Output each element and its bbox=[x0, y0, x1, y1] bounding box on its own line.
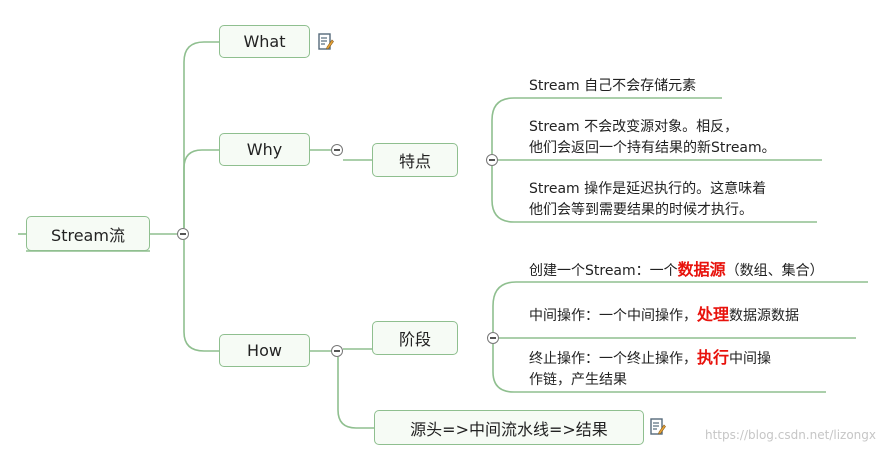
feature-leaf-3-line2: 他们会等到需要结果的时候才执行。 bbox=[529, 202, 753, 218]
stages-node[interactable]: 阶段 bbox=[372, 321, 458, 355]
how-node[interactable]: How bbox=[219, 334, 310, 367]
feature-leaf-3: Stream 操作是延迟执行的。这意味着 他们会等到需要结果的时候才执行。 bbox=[529, 179, 766, 221]
stage-leaf-2-suffix: 数据源数据 bbox=[729, 308, 800, 324]
stage-leaf-1: 创建一个Stream：一个数据源（数组、集合） bbox=[529, 259, 824, 282]
stage-leaf-3-line2: 作链，产生结果 bbox=[529, 372, 627, 388]
stage-leaf-3-highlight: 执行 bbox=[697, 348, 730, 367]
stage-leaf-3-prefix: 终止操作：一个终止操作， bbox=[529, 351, 697, 367]
feature-leaf-2-line2: 他们会返回一个持有结果的新Stream。 bbox=[529, 140, 776, 156]
feature-leaf-2: Stream 不会改变源对象。相反， 他们会返回一个持有结果的新Stream。 bbox=[529, 117, 776, 159]
what-node[interactable]: What bbox=[219, 25, 310, 58]
collapse-toggle-features[interactable] bbox=[486, 154, 498, 166]
stage-leaf-1-suffix: （数组、集合） bbox=[725, 263, 824, 279]
stage-leaf-1-prefix: 创建一个Stream：一个 bbox=[529, 263, 678, 279]
pipeline-node[interactable]: 源头=>中间流水线=>结果 bbox=[374, 410, 644, 445]
stage-leaf-3: 终止操作：一个终止操作，执行中间操 作链，产生结果 bbox=[529, 347, 771, 391]
collapse-toggle-why[interactable] bbox=[331, 144, 343, 156]
collapse-toggle-root[interactable] bbox=[177, 228, 189, 240]
feature-leaf-1-text: Stream 自己不会存储元素 bbox=[529, 78, 697, 94]
connector-stage3 bbox=[492, 344, 826, 393]
stage-leaf-2: 中间操作：一个中间操作，处理数据源数据 bbox=[529, 304, 799, 327]
features-node[interactable]: 特点 bbox=[372, 143, 458, 177]
collapse-toggle-stages[interactable] bbox=[487, 332, 499, 344]
feature-leaf-2-line1: Stream 不会改变源对象。相反， bbox=[529, 119, 739, 135]
connector-feature1 bbox=[491, 97, 722, 154]
feature-leaf-3-line1: Stream 操作是延迟执行的。这意味着 bbox=[529, 181, 767, 197]
stage-leaf-2-prefix: 中间操作：一个中间操作， bbox=[529, 308, 697, 324]
connector-stage1 bbox=[492, 281, 868, 332]
connector-why bbox=[183, 149, 219, 228]
connector-how bbox=[183, 240, 219, 352]
connector-feature3 bbox=[491, 166, 817, 223]
feature-leaf-1: Stream 自己不会存储元素 bbox=[529, 76, 696, 97]
note-icon[interactable] bbox=[650, 418, 666, 436]
connector-what bbox=[183, 41, 219, 228]
stage-leaf-3-line1: 终止操作：一个终止操作，执行中间操 bbox=[529, 347, 771, 370]
root-node[interactable]: Stream流 bbox=[26, 216, 150, 251]
stage-leaf-2-highlight: 处理 bbox=[697, 305, 730, 324]
connector-pipeline bbox=[337, 357, 374, 429]
stage-leaf-1-highlight: 数据源 bbox=[677, 260, 726, 279]
watermark-text: https://blog.csdn.net/lizongx bbox=[705, 428, 876, 442]
why-node[interactable]: Why bbox=[219, 133, 310, 166]
stage-leaf-3-suffix: 中间操 bbox=[729, 351, 772, 367]
note-icon[interactable] bbox=[318, 33, 334, 51]
collapse-toggle-how[interactable] bbox=[331, 345, 343, 357]
